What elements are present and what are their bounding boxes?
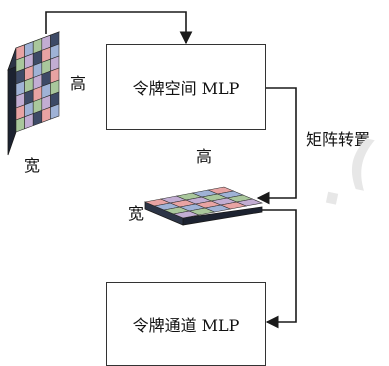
arrow-space-mlp-to-matrix <box>256 87 297 205</box>
matrix-transpose-label: 矩阵转置 <box>306 130 371 149</box>
height-label-1: 高 <box>70 74 87 93</box>
height-label-2: 高 <box>196 147 213 166</box>
width-label-2: 宽 <box>128 204 145 223</box>
arrow-matrix-to-channel-mlp <box>258 209 297 329</box>
token-channel-mlp-label: 令牌通道 MLP <box>132 316 240 335</box>
matrix-tile <box>50 103 60 120</box>
token-channel-mlp-box: 令牌通道 MLP <box>106 282 266 366</box>
width-label-1: 宽 <box>24 156 41 175</box>
token-space-mlp-box: 令牌空间 MLP <box>106 44 266 130</box>
flat-token-matrix <box>143 186 264 226</box>
matrix-tile <box>235 198 264 207</box>
token-space-mlp-label: 令牌空间 MLP <box>132 79 240 98</box>
arrow-matrix-to-space-mlp <box>45 11 193 45</box>
vertical-token-matrix <box>7 31 60 156</box>
